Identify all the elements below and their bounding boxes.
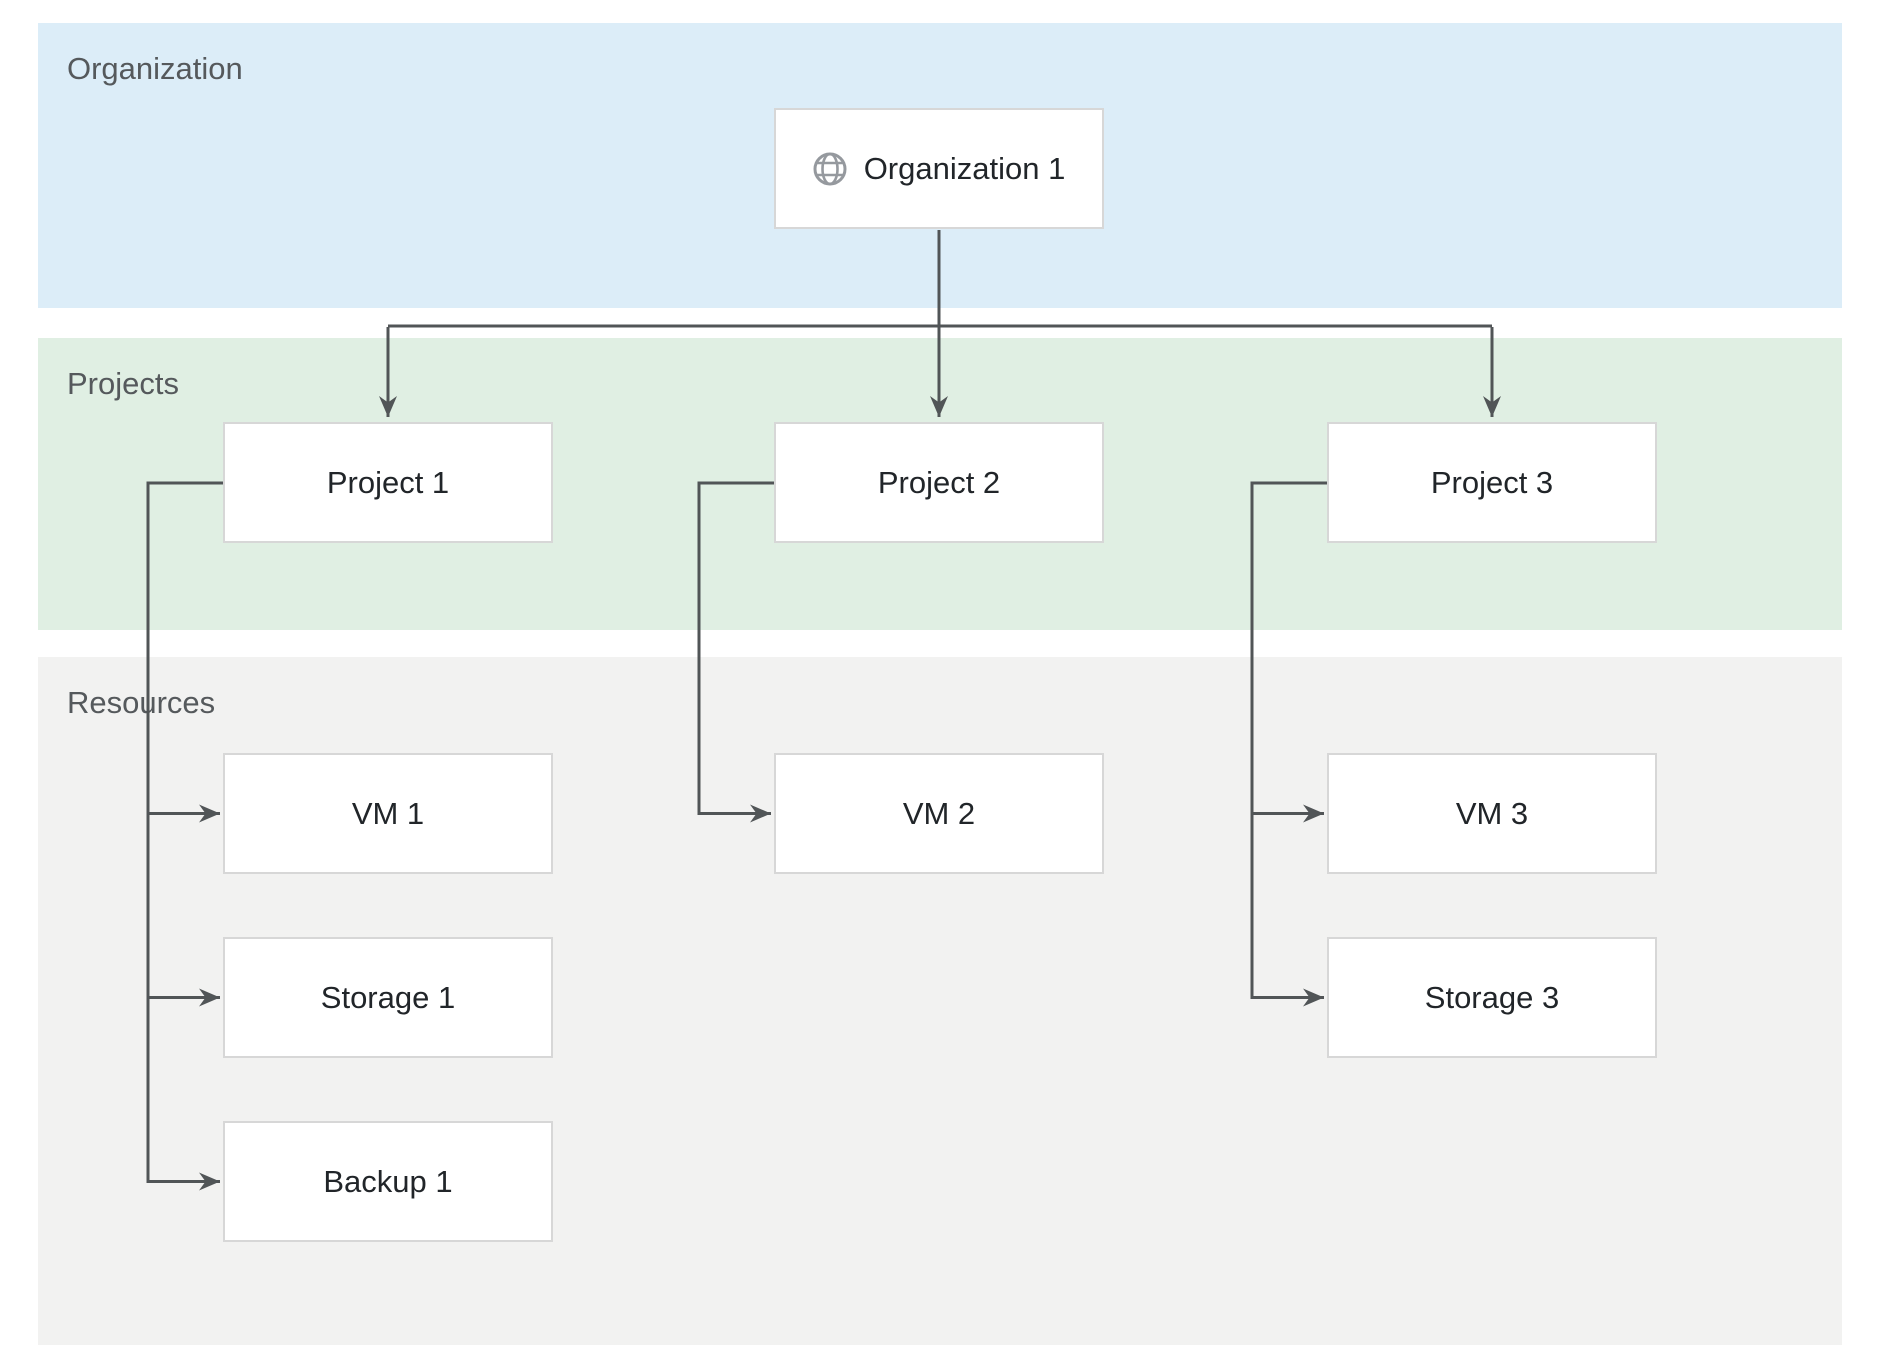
node-storage-1-label: Storage 1 [320, 979, 456, 1015]
node-organization-1: Organization 1 [774, 108, 1104, 229]
node-vm-1: VM 1 [223, 753, 553, 874]
globe-icon [813, 152, 847, 185]
node-organization-1-label: Organization 1 [863, 150, 1066, 186]
node-project-2-label: Project 2 [877, 464, 1001, 500]
band-resources-label: Resources [67, 685, 216, 720]
node-project-2: Project 2 [774, 422, 1104, 543]
node-vm-2: VM 2 [774, 753, 1104, 874]
node-vm-3-label: VM 3 [1455, 795, 1529, 831]
node-storage-1: Storage 1 [223, 937, 553, 1058]
node-project-3-label: Project 3 [1430, 464, 1554, 500]
node-project-1-label: Project 1 [326, 464, 450, 500]
node-backup-1-label: Backup 1 [323, 1163, 453, 1199]
node-backup-1: Backup 1 [223, 1121, 553, 1242]
band-organization-label: Organization [67, 51, 243, 86]
band-projects-label: Projects [67, 366, 179, 401]
node-storage-3: Storage 3 [1327, 937, 1657, 1058]
node-project-1: Project 1 [223, 422, 553, 543]
node-project-3: Project 3 [1327, 422, 1657, 543]
node-vm-2-label: VM 2 [902, 795, 976, 831]
node-vm-3: VM 3 [1327, 753, 1657, 874]
node-vm-1-label: VM 1 [351, 795, 425, 831]
node-storage-3-label: Storage 3 [1424, 979, 1560, 1015]
